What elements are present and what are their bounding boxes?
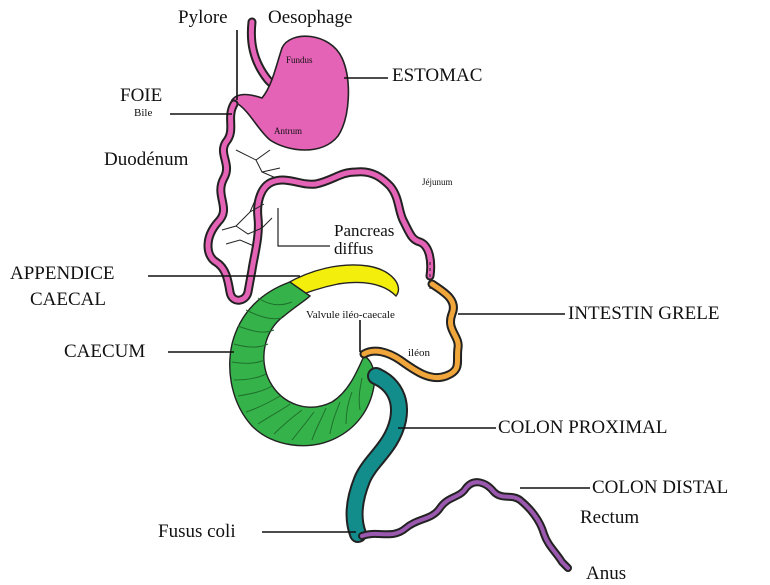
label-anus: Anus bbox=[586, 564, 626, 583]
label-bile: Bile bbox=[134, 108, 152, 119]
label-caecal: CAECAL bbox=[30, 290, 106, 309]
label-estomac: ESTOMAC bbox=[392, 66, 482, 85]
label-pancreas: Pancreas bbox=[334, 222, 394, 239]
label-fusus-coli: Fusus coli bbox=[158, 522, 236, 541]
label-antrum: Antrum bbox=[274, 127, 302, 136]
label-rectum: Rectum bbox=[580, 508, 639, 527]
label-intestin-grele: INTESTIN GRELE bbox=[568, 304, 719, 323]
caecum bbox=[230, 282, 375, 446]
label-appendice: APPENDICE bbox=[10, 264, 115, 283]
label-pancreas-diffus: diffus bbox=[334, 240, 373, 257]
label-colon-proximal: COLON PROXIMAL bbox=[498, 418, 667, 437]
label-caecum: CAECUM bbox=[64, 342, 145, 361]
label-ileon: iléon bbox=[408, 348, 430, 359]
label-pylore: Pylore bbox=[178, 8, 228, 27]
label-oesophage: Oesophage bbox=[268, 8, 352, 27]
label-valvule: Valvule iléo-caecale bbox=[306, 310, 395, 321]
label-jejunum: Jéjunum bbox=[422, 178, 453, 187]
label-colon-distal: COLON DISTAL bbox=[592, 478, 728, 497]
colon-distal bbox=[362, 482, 568, 568]
pancreas-pointer bbox=[278, 208, 330, 246]
ileum bbox=[364, 284, 458, 378]
label-fundus: Fundus bbox=[286, 56, 313, 65]
label-foie: FOIE bbox=[120, 86, 162, 105]
label-duodenum: Duodénum bbox=[104, 150, 188, 169]
